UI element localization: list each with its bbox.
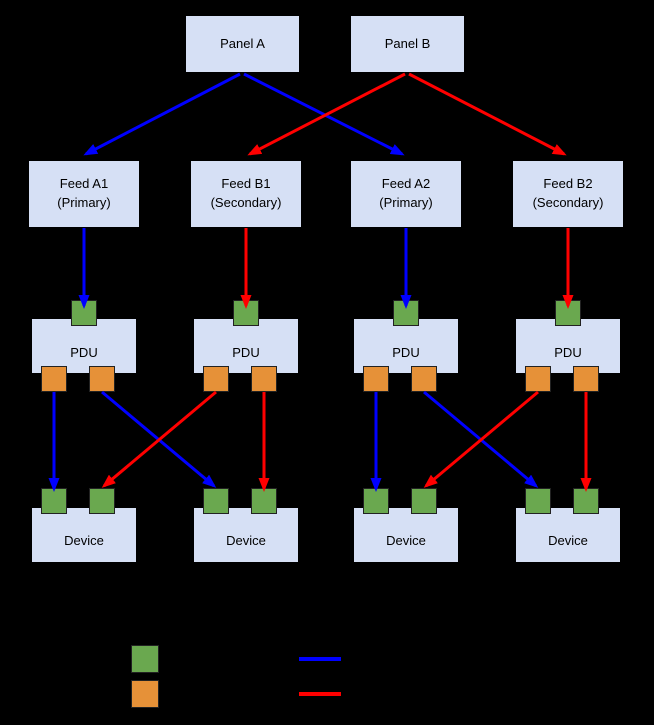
panel-b-label: Panel B	[384, 35, 431, 51]
pdu-4-output-port-1	[525, 366, 551, 392]
device-1-label: Device	[64, 532, 104, 548]
device-3-label: Device	[386, 532, 426, 548]
panel-a-label: Panel A	[220, 35, 265, 51]
pdu-2-output-port-2	[251, 366, 277, 392]
device-1-input-port-2	[89, 488, 115, 514]
device-4-input-port-1	[525, 488, 551, 514]
device-4-input-port-2	[573, 488, 599, 514]
arrow-pdu-3-to-device-4	[423, 390, 539, 488]
feed-b1-role: (Secondary)	[210, 195, 282, 210]
pdu-1-label: PDU	[70, 344, 98, 360]
node-panel-b: Panel B	[350, 15, 465, 73]
feed-a1-role: (Primary)	[57, 195, 111, 210]
pdu-2-input-port	[233, 300, 259, 326]
node-pdu-4: PDU	[515, 318, 621, 374]
device-3-input-port-1	[363, 488, 389, 514]
legend-a-feed-line	[299, 657, 341, 661]
node-feed-a2: Feed A2 (Primary)	[350, 160, 462, 228]
arrow-pdu-2-to-device-1	[101, 390, 217, 488]
node-device-4: Device	[515, 507, 621, 563]
device-2-input-port-1	[203, 488, 229, 514]
device-3-input-port-2	[411, 488, 437, 514]
pdu-1-input-port	[71, 300, 97, 326]
pdu-4-label: PDU	[554, 344, 582, 360]
arrow-pdu-1-to-device-2	[101, 390, 217, 488]
node-feed-b1: Feed B1 (Secondary)	[190, 160, 302, 228]
legend-b-feed-line	[299, 692, 341, 696]
node-feed-a1: Feed A1 (Primary)	[28, 160, 140, 228]
arrow-pdu-4-to-device-3	[423, 390, 539, 488]
legend-output-port-swatch	[131, 680, 159, 708]
arrow-panel-a-to-feed-a1	[83, 72, 241, 156]
arrow-panel-b-to-feed-b2	[408, 72, 567, 156]
pdu-4-output-port-2	[573, 366, 599, 392]
feed-b2-name: Feed B2	[543, 176, 593, 192]
node-panel-a: Panel A	[185, 15, 300, 73]
feed-a1-name: Feed A1	[59, 176, 109, 192]
device-1-input-port-1	[41, 488, 67, 514]
pdu-4-input-port	[555, 300, 581, 326]
device-2-label: Device	[226, 532, 266, 548]
pdu-2-label: PDU	[232, 344, 260, 360]
pdu-3-input-port	[393, 300, 419, 326]
arrow-panel-b-to-feed-b1	[247, 72, 406, 156]
pdu-3-output-port-1	[363, 366, 389, 392]
pdu-3-label: PDU	[392, 344, 420, 360]
device-2-input-port-2	[251, 488, 277, 514]
node-pdu-3: PDU	[353, 318, 459, 374]
arrow-panel-a-to-feed-a2	[243, 72, 405, 156]
pdu-3-output-port-2	[411, 366, 437, 392]
feed-a2-role: (Primary)	[379, 195, 433, 210]
node-device-2: Device	[193, 507, 299, 563]
device-4-label: Device	[548, 532, 588, 548]
pdu-2-output-port-1	[203, 366, 229, 392]
legend-input-port-swatch	[131, 645, 159, 673]
node-pdu-2: PDU	[193, 318, 299, 374]
pdu-1-output-port-1	[41, 366, 67, 392]
node-device-3: Device	[353, 507, 459, 563]
node-device-1: Device	[31, 507, 137, 563]
node-feed-b2: Feed B2 (Secondary)	[512, 160, 624, 228]
feed-a2-name: Feed A2	[381, 176, 431, 192]
pdu-1-output-port-2	[89, 366, 115, 392]
node-pdu-1: PDU	[31, 318, 137, 374]
feed-b2-role: (Secondary)	[532, 195, 604, 210]
feed-b1-name: Feed B1	[221, 176, 271, 192]
